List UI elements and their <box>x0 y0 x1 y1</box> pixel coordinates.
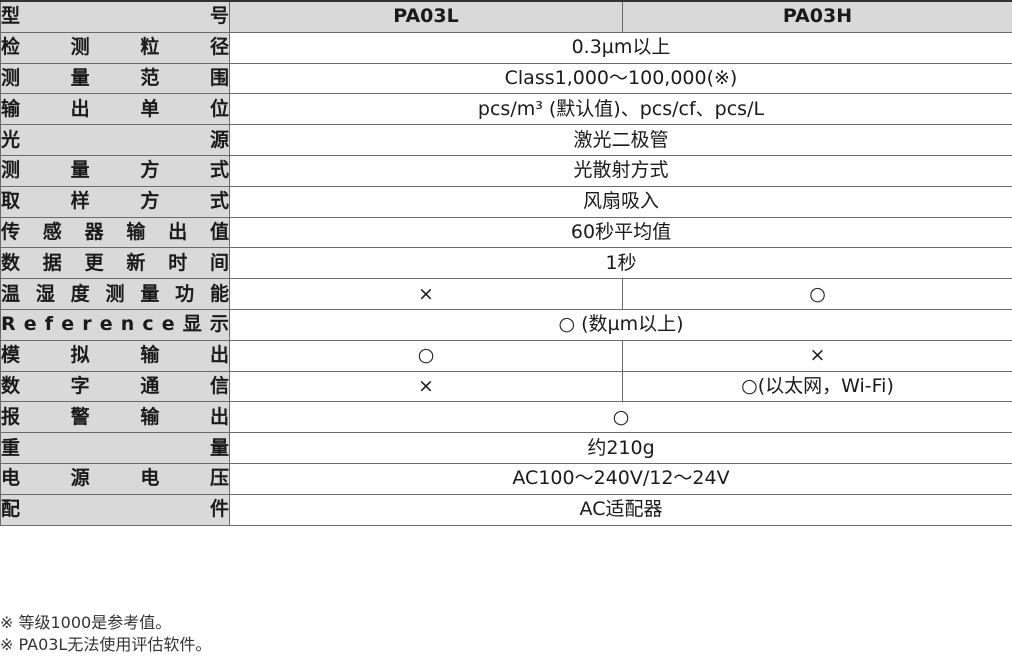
spec-value-pa03l: × <box>229 278 623 310</box>
footnotes: ※ 等级1000是参考值。 ※ PA03L无法使用评估软件。 <box>0 612 211 656</box>
footnote: ※ PA03L无法使用评估软件。 <box>0 635 212 654</box>
spec-label: 数字通信 <box>1 374 229 397</box>
spec-label-cell: 配件 <box>0 493 230 526</box>
header-label-cell: 型号 <box>0 0 230 33</box>
spec-label-cell: 数字通信 <box>0 370 230 403</box>
spec-label: 检测粒径 <box>1 36 229 59</box>
spec-label: 电源电压 <box>1 467 229 490</box>
spec-value-pa03l: × <box>229 370 623 403</box>
spec-label-cell: 数据更新时间 <box>0 247 230 280</box>
spec-label: 测量方式 <box>1 159 229 182</box>
spec-label: 取样方式 <box>1 190 229 213</box>
spec-label: 传感器输出值 <box>1 220 229 243</box>
spec-value: 约210g <box>229 432 1012 464</box>
spec-label-cell: 检测粒径 <box>0 31 230 64</box>
spec-label: 重量 <box>1 436 229 459</box>
spec-label-cell: 报警输出 <box>0 401 230 434</box>
spec-value-pa03h: ○ <box>622 278 1012 310</box>
spec-label: 配件 <box>1 498 229 521</box>
spec-value: 激光二极管 <box>229 124 1012 156</box>
spec-label-cell: 测量方式 <box>0 154 230 187</box>
spec-row: 光源激光二极管 <box>0 124 1012 156</box>
spec-label-cell: 模拟输出 <box>0 339 230 372</box>
spec-value-pa03h: ○(以太网，Wi-Fi) <box>622 370 1012 403</box>
spec-label: 光源 <box>1 128 229 151</box>
spec-value: Class1,000～100,000(※) <box>229 62 1012 95</box>
spec-value: 风扇吸入 <box>229 185 1012 218</box>
spec-value: 光散射方式 <box>229 154 1012 187</box>
spec-value: AC100～240V/12～24V <box>229 462 1012 495</box>
spec-label: 测量范围 <box>1 66 229 89</box>
spec-value-pa03l: ○ <box>229 339 623 372</box>
spec-value: pcs/m³ (默认值)、pcs/cf、pcs/L <box>229 93 1012 126</box>
spec-value: AC适配器 <box>229 493 1012 526</box>
spec-value: ○ (数µm以上) <box>229 308 1012 341</box>
spec-label-cell: 光源 <box>0 124 230 156</box>
spec-label-cell: 传感器输出值 <box>0 216 230 249</box>
spec-label-cell: 温湿度测量功能 <box>0 278 230 310</box>
spec-label: 模拟输出 <box>1 344 229 367</box>
header-label: 型号 <box>1 5 229 28</box>
spec-value: 1秒 <box>229 247 1012 280</box>
spec-label-cell: 输出单位 <box>0 93 230 126</box>
spec-value: 0.3µm以上 <box>229 31 1012 64</box>
spec-row: 数字通信×○(以太网，Wi-Fi) <box>0 370 1012 403</box>
header-row: 型号 PA03L PA03H <box>0 0 1012 33</box>
spec-row: 重量约210g <box>0 432 1012 464</box>
spec-value: ○ <box>229 401 1012 434</box>
spec-value: 60秒平均值 <box>229 216 1012 249</box>
spec-row: 测量方式光散射方式 <box>0 154 1012 187</box>
spec-row: 取样方式风扇吸入 <box>0 185 1012 218</box>
spec-row: 模拟输出○× <box>0 339 1012 372</box>
spec-row: 温湿度测量功能×○ <box>0 278 1012 310</box>
model-header-pa03h: PA03H <box>622 0 1012 33</box>
spec-value-pa03h: × <box>622 339 1012 372</box>
spec-label-cell: 测量范围 <box>0 62 230 95</box>
spec-row: 报警输出○ <box>0 401 1012 434</box>
spec-label-cell: 重量 <box>0 432 230 464</box>
footnote: ※ 等级1000是参考值。 <box>0 613 172 632</box>
spec-label: 输出单位 <box>1 97 229 120</box>
spec-label-cell: 取样方式 <box>0 185 230 218</box>
spec-label: 报警输出 <box>1 405 229 428</box>
spec-label-cell: 电源电压 <box>0 462 230 495</box>
model-header-pa03l: PA03L <box>229 0 623 33</box>
spec-label: 温湿度测量功能 <box>1 282 229 305</box>
spec-label: 数据更新时间 <box>1 251 229 274</box>
